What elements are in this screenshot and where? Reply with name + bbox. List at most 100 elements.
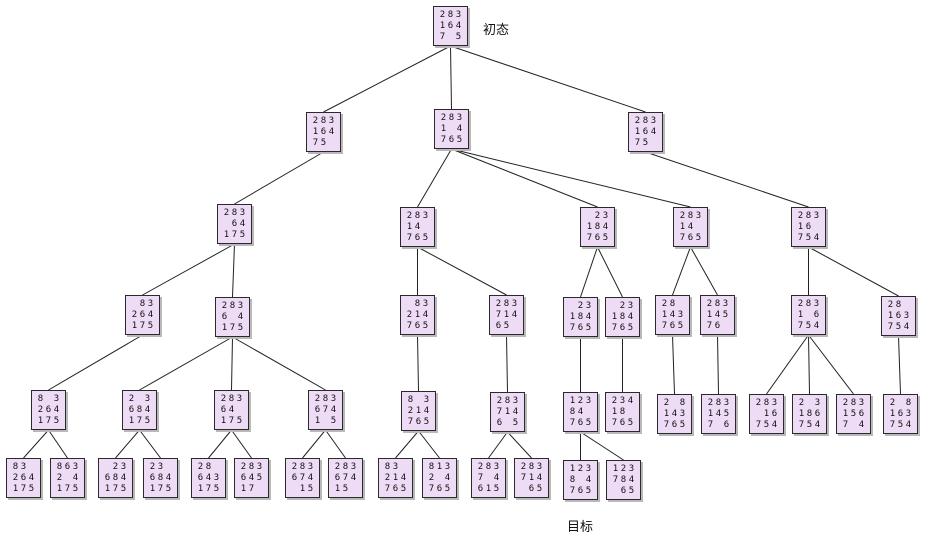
puzzle-tile: 3 (813, 210, 820, 221)
puzzle-row: 7 5 (439, 32, 463, 43)
puzzle-tile: 3 (903, 310, 910, 321)
puzzle-tile: 5 (585, 417, 592, 428)
puzzle-tile: 4 (165, 472, 172, 483)
puzzle-tile: 7 (798, 419, 805, 430)
puzzle-tile: 5 (53, 415, 60, 426)
puzzle-tile: 3 (392, 461, 399, 472)
puzzle-tile: 5 (422, 232, 429, 243)
puzzle-tile: 5 (423, 416, 430, 427)
puzzle-tile: 6 (577, 485, 584, 496)
puzzle-tile: 2 (440, 112, 447, 123)
puzzle-tile: 4 (813, 320, 820, 331)
puzzle-tile (406, 299, 414, 310)
initial-state-label: 初态 (483, 23, 510, 38)
puzzle-tile (400, 462, 408, 473)
puzzle-tile: 7 (569, 485, 576, 496)
puzzle-tile: 3 (120, 461, 127, 472)
puzzle-tile: 1 (415, 405, 422, 416)
puzzle-tile: 1 (569, 395, 576, 406)
puzzle-tile: 8 (231, 207, 238, 218)
puzzle-tile: 7 (64, 483, 71, 494)
puzzle-tile: 4 (715, 408, 722, 419)
tree-edge (766, 334, 809, 395)
puzzle-tile (722, 321, 730, 332)
puzzle-tile: 8 (56, 461, 63, 472)
puzzle-tile: 5 (642, 137, 649, 148)
puzzle-tile: 7 (520, 472, 527, 483)
puzzle-tile: 4 (687, 221, 694, 232)
puzzle-tile: 2 (634, 115, 641, 126)
puzzle-tile: 6 (104, 472, 111, 483)
puzzle-tile: 3 (585, 463, 592, 474)
puzzle-tile: 6 (436, 483, 443, 494)
puzzle-tile: 6 (334, 472, 341, 483)
tree-edge (232, 243, 235, 298)
puzzle-tile: 2 (439, 9, 446, 20)
puzzle-tile: 4 (423, 405, 430, 416)
puzzle-tile: 7 (569, 417, 576, 428)
puzzle-tile (504, 418, 512, 429)
puzzle-tile: 4 (650, 126, 657, 137)
puzzle-tile: 8 (485, 461, 492, 472)
puzzle-tile: 4 (905, 419, 912, 430)
puzzle-tile: 8 (229, 300, 236, 311)
puzzle-tile (229, 312, 237, 323)
puzzle-tile: 3 (512, 395, 519, 406)
puzzle-tile: 2 (661, 298, 668, 309)
puzzle-tile: 1 (797, 309, 804, 320)
puzzle-tile: 5 (585, 485, 592, 496)
puzzle-tile: 2 (495, 298, 502, 309)
puzzle-tile: 6 (447, 20, 454, 31)
puzzle-tile: 3 (330, 393, 337, 404)
puzzle-tile: 4 (248, 472, 255, 483)
puzzle-row: 2 3 (128, 394, 152, 405)
puzzle-tile: 7 (20, 483, 27, 494)
puzzle-tile: 2 (131, 309, 138, 320)
puzzle-tile: 2 (406, 309, 413, 320)
puzzle-tile: 8 (805, 210, 812, 221)
puzzle-tile: 2 (707, 397, 714, 408)
puzzle-tile: 3 (144, 393, 151, 404)
puzzle-tile: 8 (714, 298, 721, 309)
puzzle-tile: 2 (520, 461, 527, 472)
puzzle-tile: 3 (650, 115, 657, 126)
puzzle-tile: 1 (240, 483, 247, 494)
puzzle-tile (104, 462, 112, 473)
puzzle-tile: 6 (314, 404, 321, 415)
puzzle-tile: 6 (496, 417, 503, 428)
puzzle-tile: 1 (131, 320, 138, 331)
puzzle-tile: 3 (905, 408, 912, 419)
puzzle-tile: 2 (56, 472, 63, 483)
puzzle-tile: 7 (248, 483, 255, 494)
